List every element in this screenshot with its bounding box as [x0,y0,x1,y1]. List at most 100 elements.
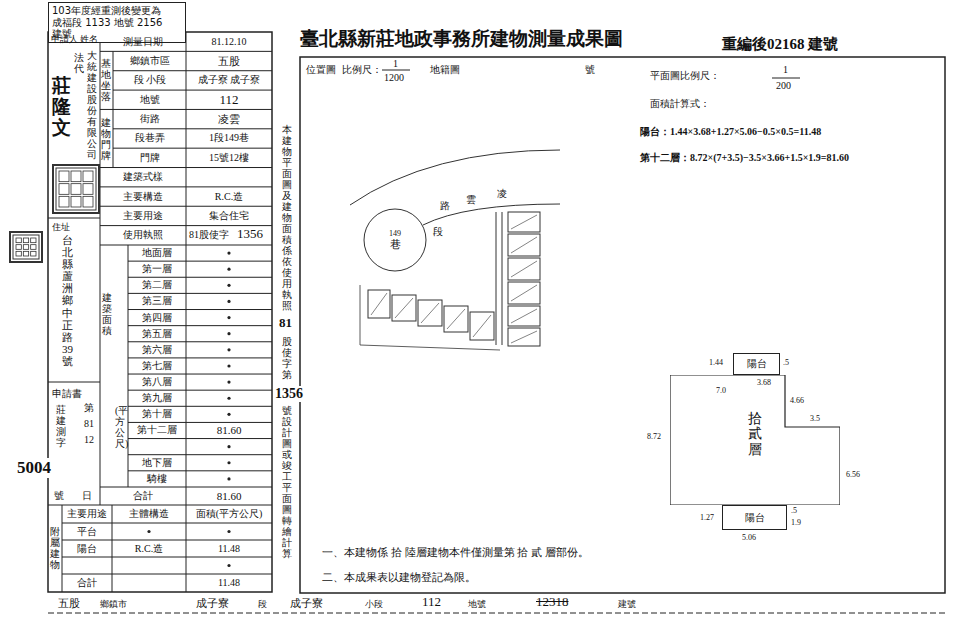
balcony-box: 陽台 [733,353,780,375]
rule-line [186,32,187,592]
node-text: 149 [389,229,401,238]
table-cell: 集合住宅 [209,210,249,222]
annotation-text: 陽台：1.44×3.68+1.27×5.06−0.5×0.5=11.48 [640,126,821,138]
table-cell: 第十層 [142,409,172,421]
road-edge [350,150,560,205]
seal-glyph [16,238,21,243]
dimension-label: .5 [783,358,789,367]
blank-dot [227,530,230,533]
applicant-entry: 申請人 [51,34,78,44]
register-entry: 地號 [468,599,486,609]
seal-border [10,232,42,262]
table-cell: 81.60 [217,490,242,503]
rule-line [113,148,272,149]
table-cell: 11.48 [218,543,240,555]
applicant-entry: 申請書 [52,388,82,400]
table-frame [48,32,272,592]
table-cell: 地下層 [142,457,172,469]
rule-line [128,390,272,391]
building-block [508,282,540,304]
seal-glyph [71,196,81,207]
blank-dot [147,530,150,533]
dimension-label: 3.68 [757,378,771,387]
hatch-line [511,237,537,253]
applicant-entry: 住址 [52,222,70,232]
rule-line [112,505,113,592]
balcony-box: 陽台 [722,505,787,530]
annotation-text: 一、本建物係 拾 陸層建物本件僅測量第 拾 貳 層部份。 [322,546,589,559]
applicant-entry: 第 [84,402,94,414]
table-cell: 第一層 [142,263,172,275]
blank-dot [227,364,230,367]
table-cell: 附屬建物 [50,526,60,570]
node-text: 拾貳層 [748,411,762,457]
dimension-label: 1.44 [709,358,723,367]
rule-line [48,218,100,219]
building-block [508,328,540,346]
table-cell: R.C.造 [135,543,163,555]
rule-line [100,245,272,246]
building-block [508,234,540,256]
dimension-label: 5.06 [742,533,756,542]
dimension-label: 4.66 [790,396,804,405]
rule-line [100,32,101,505]
annotation-text: 凌 [497,188,507,200]
annotation-text: 段 [433,226,443,238]
seal-glyph [23,251,28,256]
road-edge [502,212,503,345]
rule-line [128,406,272,407]
annotation-text: 雲 [466,194,476,206]
table-cell: 1356 [237,227,263,242]
blank-dot [227,564,230,567]
hatch-line [447,309,465,329]
table-cell: 成子寮 成子寮 [198,75,261,87]
blank-dot [227,413,230,416]
blank-dot [227,477,230,480]
seal-glyph [59,196,69,207]
applicant-entry: 12 [84,434,94,446]
rule-line [128,357,272,358]
table-cell: 第五層 [142,328,172,340]
table-cell: 主要用途 [123,210,163,222]
table-cell: 凌雲 [218,113,240,126]
table-cell: 陽台 [77,543,97,555]
annotation-text: 平面圖比例尺： [650,70,720,82]
dimension-label: 3.5 [810,414,820,423]
table-cell: 地號 [140,94,160,106]
building-block [418,300,442,326]
table-cell: 1段149巷 [209,133,249,145]
blank-dot [227,300,230,303]
table-cell: 平台 [77,526,97,538]
table-cell: 合計 [77,577,97,589]
table-cell: 第二層 [142,280,172,292]
rule-line [48,505,272,506]
applicant-entry: 法代 [74,52,84,74]
seal-glyph [31,238,36,243]
rule-line [48,382,100,383]
table-cell: 81.60 [217,424,242,437]
table-cell: 15號12樓 [209,152,249,164]
building-block [508,306,540,326]
dimension-label: .5 [791,506,797,515]
annotation-text: 號設計圖或竣工平面圖轉繪計算 [282,405,292,559]
register-entry: 鄉鎮市 [100,599,127,609]
building-block [392,295,416,321]
table-cell: 段巷弄 [135,133,165,145]
rule-line [128,245,129,487]
rule-line [128,422,272,423]
seal-glyph [16,245,21,250]
rule-line [128,470,272,471]
blank-dot [227,332,230,335]
rule-line [128,309,272,310]
dimension-label: 7.0 [716,386,726,395]
annotation-text: 1200 [384,72,404,84]
table-cell: 第十二層 [137,425,177,437]
blank-dot [227,284,230,287]
register-entry: 段 [258,599,267,609]
seal-glyph [83,171,93,182]
map-frame [300,57,945,593]
seal-border [56,168,96,210]
table-cell: (平方公尺) [115,405,125,449]
building-block [508,258,540,280]
